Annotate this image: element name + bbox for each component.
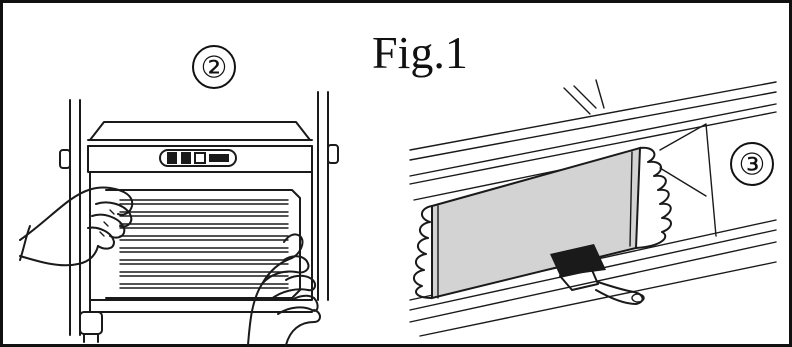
figure-title: Fig.1 bbox=[372, 27, 468, 78]
step-3-marker: ③ bbox=[731, 143, 773, 185]
evaporator-coil bbox=[432, 148, 640, 298]
panel-right-coil-illustration: ③ bbox=[410, 80, 776, 336]
panel-left-unit-illustration: ② bbox=[20, 46, 338, 345]
step-2-marker: ② bbox=[193, 46, 235, 88]
step-2-label: ② bbox=[201, 52, 228, 85]
right-hand bbox=[248, 234, 320, 345]
left-hand bbox=[20, 188, 132, 266]
grille-louvers bbox=[120, 200, 288, 288]
step-3-label: ③ bbox=[739, 149, 766, 182]
